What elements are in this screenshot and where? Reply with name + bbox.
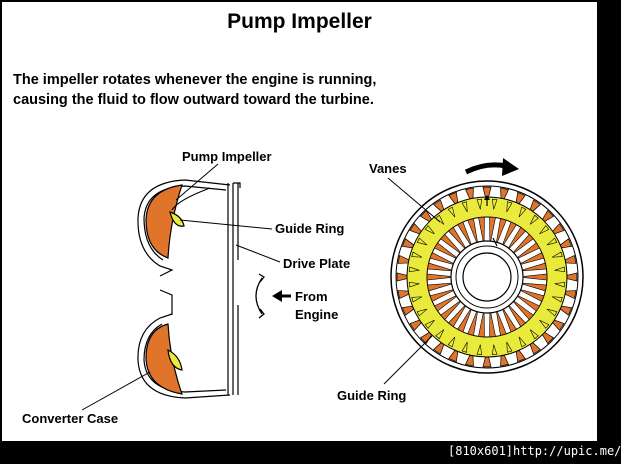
inner-vane xyxy=(440,233,461,253)
ring-notch xyxy=(551,296,563,303)
label-guide-ring-left: Guide Ring xyxy=(275,221,344,236)
watermark: [810x601]http://upic.me/ xyxy=(448,444,621,458)
label-vanes: Vanes xyxy=(369,161,407,176)
impeller-cross-section xyxy=(137,179,241,399)
ring-notch xyxy=(447,206,456,218)
ring-notch xyxy=(476,344,483,356)
inner-vane xyxy=(467,218,478,242)
inner-vane xyxy=(440,301,461,321)
ring-notch xyxy=(539,225,550,235)
ring-notch xyxy=(491,198,498,210)
inner-vane xyxy=(517,242,540,259)
inner-vane xyxy=(513,233,534,253)
pump-impeller-diagram: Pump Impeller Guide Ring Drive Plate Fro… xyxy=(22,149,584,426)
label-guide-ring-right: Guide Ring xyxy=(337,388,406,403)
inner-vane xyxy=(502,221,517,245)
inner-vane xyxy=(478,313,485,338)
inner-vane xyxy=(508,305,526,328)
ring-notch xyxy=(546,237,558,246)
inner-vane xyxy=(489,216,496,241)
ring-notch xyxy=(539,319,550,329)
inner-vane xyxy=(523,273,548,281)
caption-line-2: causing the fluid to flow outward toward… xyxy=(13,92,374,108)
ring-notch xyxy=(518,206,527,218)
ring-notch xyxy=(408,266,420,273)
ring-notch xyxy=(435,329,445,340)
inner-vane xyxy=(496,312,507,336)
left-leader-lines xyxy=(81,163,281,411)
inner-vane xyxy=(426,273,451,281)
ring-notch xyxy=(506,201,513,213)
outer-vanes xyxy=(396,186,578,368)
ring-notch xyxy=(461,341,468,353)
ring-notch xyxy=(416,237,428,246)
ring-notch xyxy=(491,344,498,356)
label-converter-case: Converter Case xyxy=(22,411,118,426)
inner-vane xyxy=(448,305,466,328)
ring-notch xyxy=(411,296,423,303)
inner-vane xyxy=(520,289,545,302)
ring-notch xyxy=(554,266,566,273)
inner-vane xyxy=(513,301,534,321)
label-engine: Engine xyxy=(295,307,338,322)
inner-vane xyxy=(429,252,454,265)
ring-notch xyxy=(546,308,558,317)
inner-vane xyxy=(427,262,452,272)
ring-notch xyxy=(416,308,428,317)
inner-vanes xyxy=(426,216,548,338)
ring-notch xyxy=(424,319,435,329)
inner-vane xyxy=(448,226,466,249)
guide-ring xyxy=(407,197,567,357)
inner-vane xyxy=(496,218,507,242)
rotation-arrow-icon xyxy=(464,158,519,176)
ring-notch xyxy=(529,214,539,225)
ring-notch xyxy=(518,336,527,348)
ring-notch xyxy=(506,341,513,353)
ring-notch xyxy=(447,336,456,348)
inner-vane xyxy=(434,242,457,259)
ring-notch xyxy=(551,251,563,258)
ring-notch xyxy=(424,225,435,235)
ring-notch xyxy=(461,201,468,213)
label-drive-plate: Drive Plate xyxy=(283,256,350,271)
caption: The impeller rotates whenever the engine… xyxy=(13,70,573,110)
ring-notch xyxy=(476,198,483,210)
inner-vane xyxy=(478,216,485,241)
inner-vane xyxy=(457,221,472,245)
page-title: Pump Impeller xyxy=(227,10,372,33)
inner-vane xyxy=(457,309,472,333)
right-leader-lines xyxy=(383,177,441,385)
inner-vane xyxy=(502,309,517,333)
inner-vane xyxy=(522,282,547,292)
ring-notch xyxy=(411,251,423,258)
label-pump-impeller: Pump Impeller xyxy=(182,149,272,164)
guide-ring-notches xyxy=(408,198,566,356)
inner-vane xyxy=(427,282,452,292)
impeller-front-view xyxy=(390,180,584,374)
ring-notch xyxy=(408,281,420,288)
inner-vane xyxy=(489,313,496,338)
ring-notch xyxy=(554,281,566,288)
inner-vane xyxy=(434,295,457,312)
left-arrow-icon xyxy=(272,290,291,302)
inner-vane xyxy=(522,262,547,272)
inner-vane xyxy=(508,226,526,249)
inner-vane xyxy=(429,289,454,302)
curved-rotation-arrow-icon xyxy=(255,273,265,319)
inner-vane xyxy=(520,252,545,265)
caption-line-1: The impeller rotates whenever the engine… xyxy=(13,72,377,88)
label-from: From xyxy=(295,289,328,304)
inner-vane xyxy=(467,312,478,336)
hub xyxy=(462,252,512,302)
inner-vane xyxy=(517,295,540,312)
ring-notch xyxy=(529,329,539,340)
